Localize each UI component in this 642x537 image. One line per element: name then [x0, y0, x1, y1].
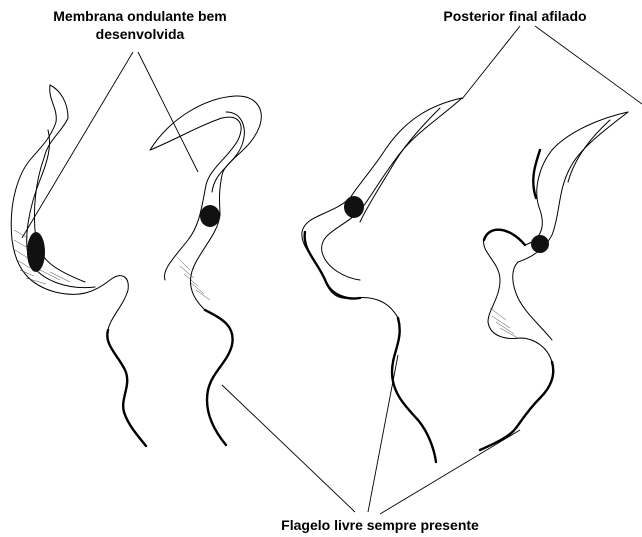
trypanosome-1-body — [11, 85, 128, 330]
trypanosome-2 — [150, 96, 261, 445]
trypanosome-1-nucleus — [27, 232, 45, 272]
trypanosome-3 — [302, 98, 462, 462]
pointer-flagellum-2 — [368, 355, 398, 512]
label-undulating-membrane-line1: Membrana ondulante bem — [20, 7, 260, 25]
trypanosome-2-flagellum — [205, 310, 233, 445]
trypanosome-2-body — [150, 96, 261, 310]
pointer-lines — [22, 26, 642, 514]
pointer-flagellum-3 — [380, 430, 520, 514]
trypanosome-4-nucleus — [531, 235, 549, 253]
trypanosome-3-flagellum — [392, 318, 436, 462]
trypanosome-2-nucleus — [200, 205, 220, 227]
label-undulating-membrane: Membrana ondulante bem desenvolvida — [20, 7, 260, 43]
label-free-flagellum: Flagelo livre sempre presente — [245, 516, 515, 534]
pointer-membrane-1 — [22, 52, 133, 238]
trypanosome-1-flagellum — [107, 330, 146, 446]
label-posterior-end: Posterior final afilado — [425, 7, 605, 25]
pointer-posterior-1 — [462, 26, 520, 99]
trypanosome-4 — [480, 112, 628, 450]
label-undulating-membrane-line2: desenvolvida — [20, 25, 260, 43]
pointer-posterior-2 — [535, 26, 642, 104]
trypanosome-3-nucleus — [344, 196, 364, 218]
trypanosome-4-flagellum — [480, 362, 553, 450]
trypanosome-1 — [11, 85, 146, 446]
trypanosome-3-body — [302, 98, 462, 318]
pointer-flagellum-1 — [222, 385, 355, 512]
